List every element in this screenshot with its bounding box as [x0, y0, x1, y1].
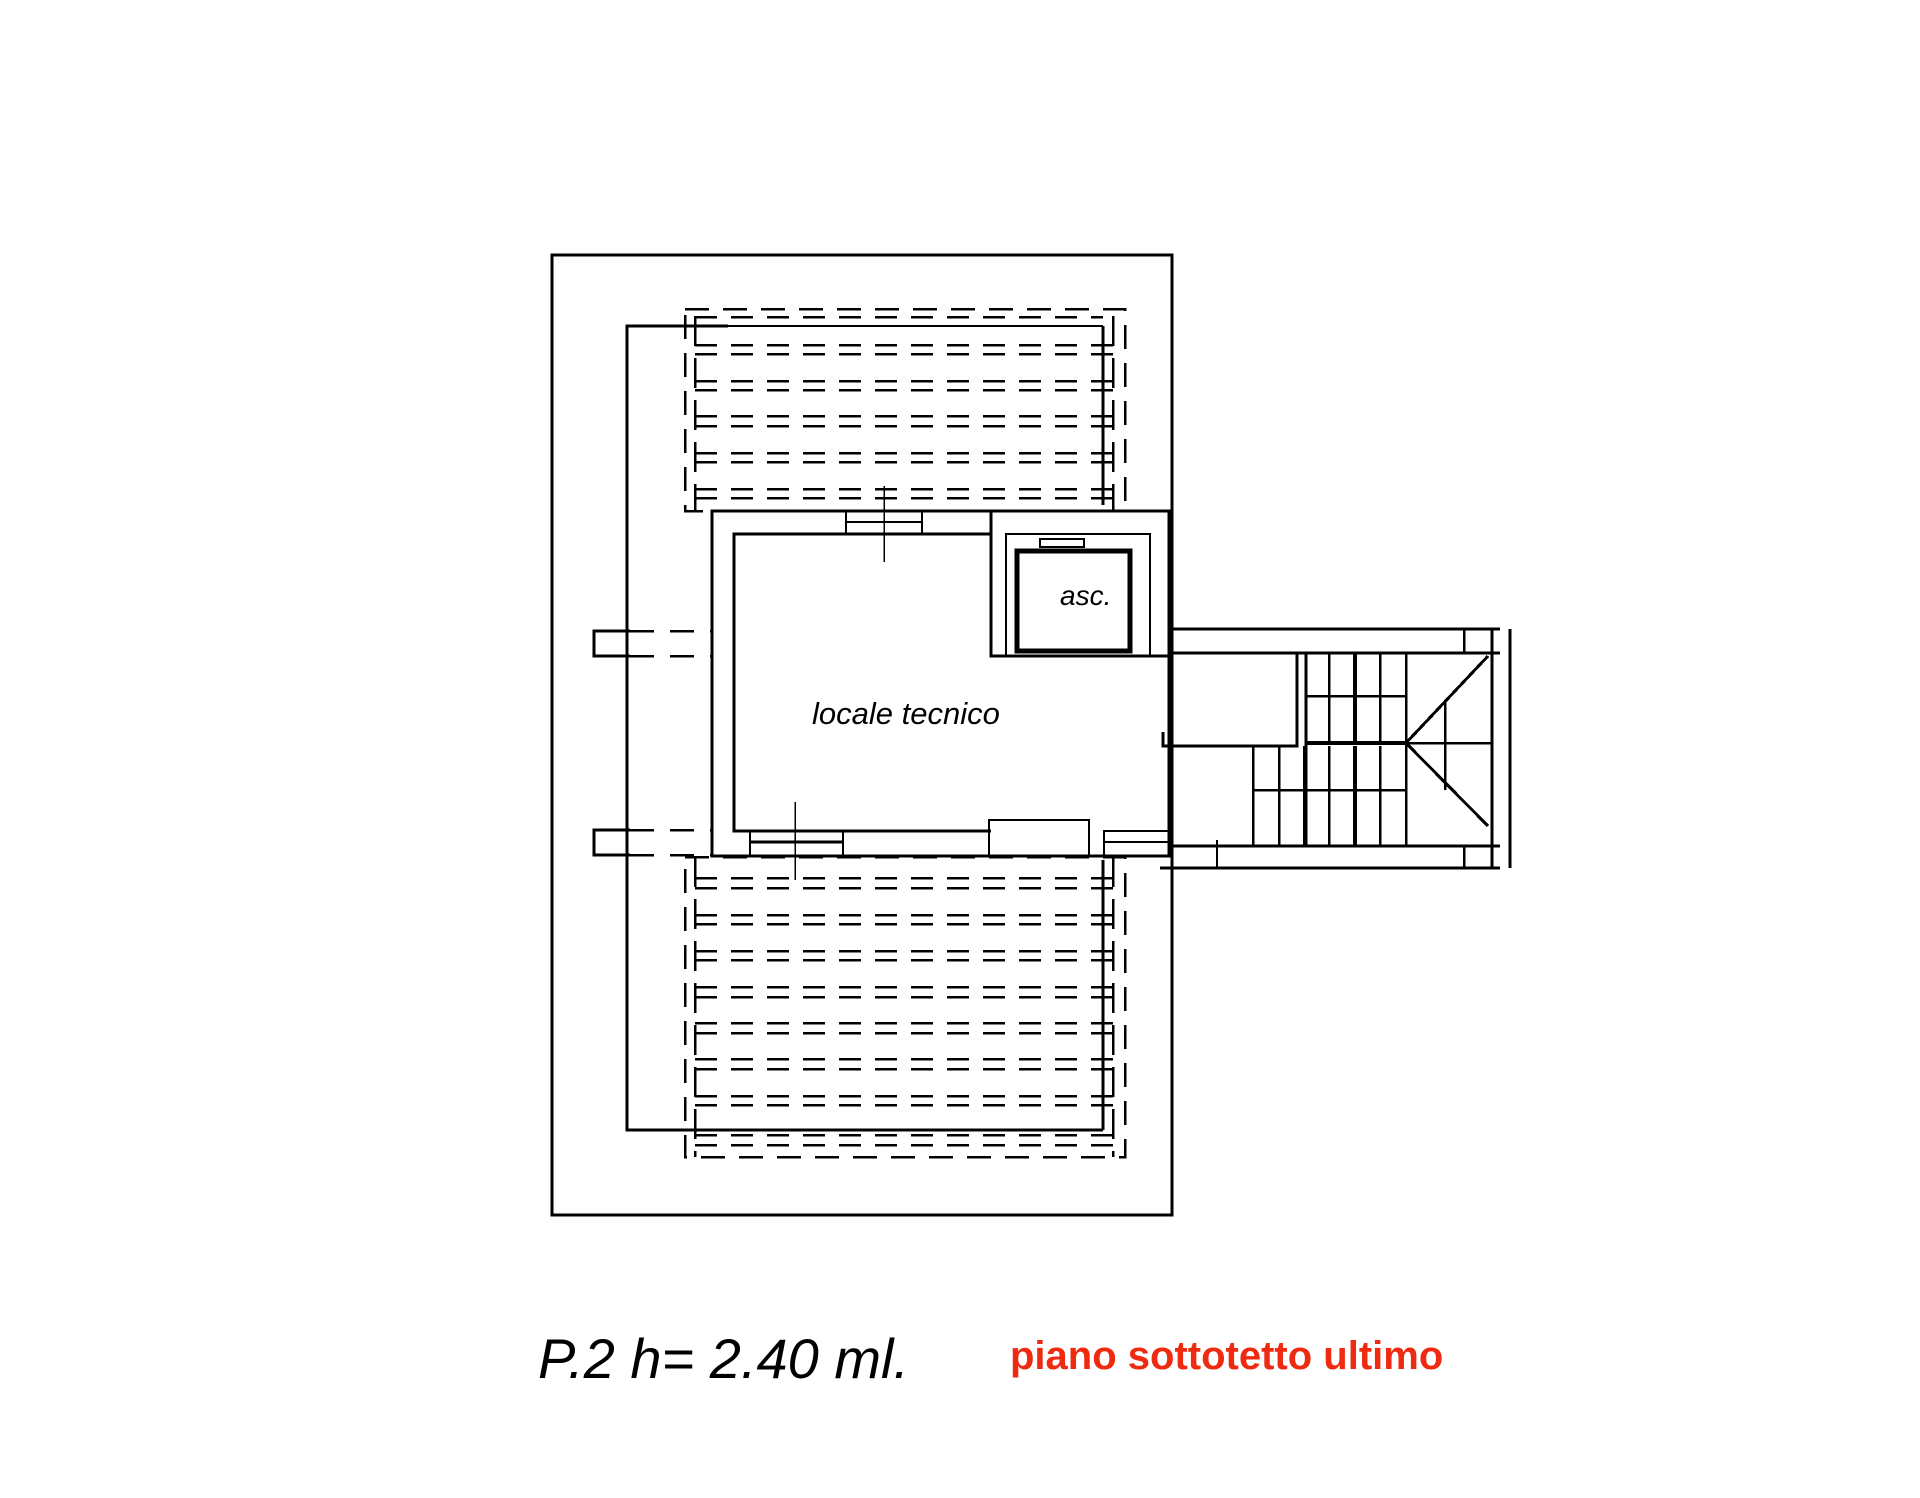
roof-dashed-block-bottom: [683, 855, 1127, 1159]
room-label-locale-tecnico: locale tecnico: [812, 696, 1000, 731]
locale-tecnico-walls: [710, 486, 1173, 880]
elevator-shaft: [989, 511, 1171, 666]
beam-stubs-left: [592, 629, 712, 857]
staircase: [1251, 629, 1512, 868]
roof-outline: [550, 253, 1174, 1217]
room-label-ascensore: asc.: [1060, 580, 1112, 611]
inner-perimeter: [625, 324, 1103, 1132]
floor-level-label: P.2 h= 2.40 ml.: [538, 1327, 909, 1390]
floor-description: piano sottotetto ultimo: [1010, 1334, 1444, 1378]
roof-dashed-block-top: [683, 307, 1127, 513]
